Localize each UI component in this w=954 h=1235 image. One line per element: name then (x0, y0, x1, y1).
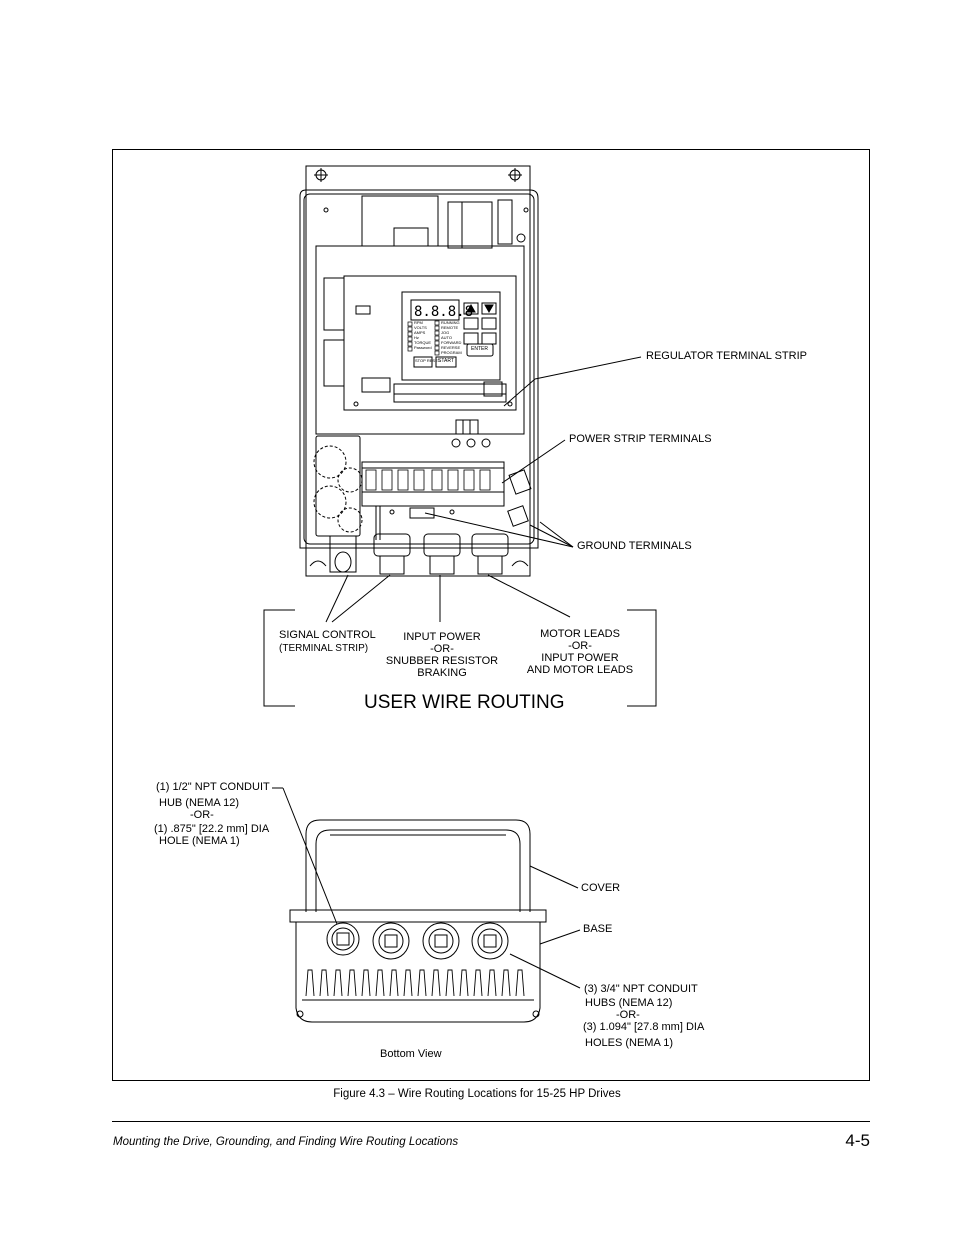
keypad-stop-label: STOP RESET (415, 358, 441, 363)
figure-caption: Figure 4.3 – Wire Routing Locations for … (333, 1088, 621, 1100)
label-bottom-view: Bottom View (380, 1048, 442, 1060)
label-power-strip-terminals: POWER STRIP TERMINALS (569, 433, 712, 445)
label-base: BASE (583, 923, 613, 935)
keypad-led-labels-left: RPM VOLTS AMPS Hz TORQUE Password (414, 320, 432, 350)
label-motor-leads: MOTOR LEADS -OR- INPUT POWER AND MOTOR L… (526, 628, 634, 676)
keypad-led-labels-right: RUNNING REMOTE JOG AUTO FORWARD REVERSE … (441, 320, 462, 355)
footer-section-title: Mounting the Drive, Grounding, and Findi… (113, 1136, 459, 1148)
label-conduit-three-quarter: (3) 3/4" NPT CONDUIT HUBS (NEMA 12) -OR-… (583, 983, 705, 1049)
label-signal-control: SIGNAL CONTROL (TERMINAL STRIP) (279, 629, 376, 654)
label-cover: COVER (581, 882, 621, 894)
leader-lines-front (263, 356, 657, 707)
keypad-enter-label: ENTER (471, 346, 488, 352)
drive-bottom-view (289, 819, 547, 1023)
leader-lines-bottom (272, 787, 581, 989)
figure-frame (112, 149, 870, 1081)
keypad-display: 8.8.8.8 (414, 304, 473, 320)
drive-front-view: 8.8.8.8 (299, 165, 539, 577)
footer-rule (112, 1121, 870, 1122)
label-ground-terminals: GROUND TERMINALS (577, 540, 692, 552)
label-conduit-half-inch: (1) 1/2" NPT CONDUIT HUB (NEMA 12) -OR- … (154, 781, 270, 847)
user-wire-routing-title: USER WIRE ROUTING (364, 692, 565, 713)
label-regulator-terminal-strip: REGULATOR TERMINAL STRIP (646, 350, 807, 362)
page-number: 4-5 (845, 1131, 870, 1150)
label-input-power: INPUT POWER -OR- SNUBBER RESISTOR BRAKIN… (385, 631, 499, 679)
keypad-start-label: START (438, 358, 454, 364)
